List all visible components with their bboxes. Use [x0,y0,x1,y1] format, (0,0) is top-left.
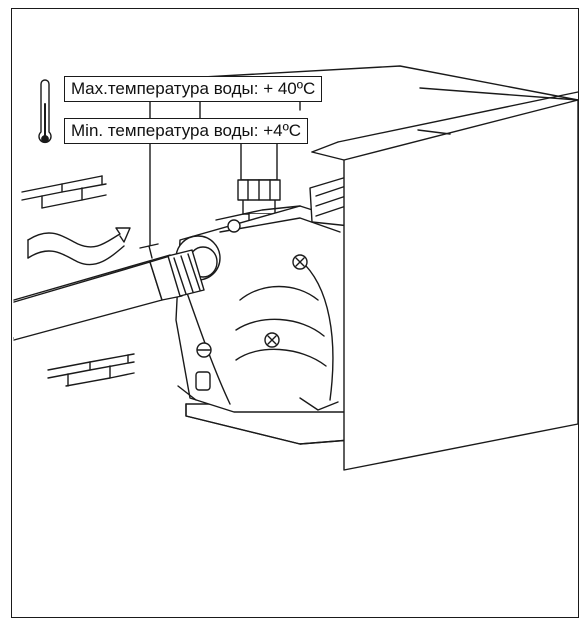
water-flow-arrow-icon [27,227,131,266]
pump-body [175,175,353,413]
mounting-base [185,403,351,445]
enclosure-front-panel [311,91,579,471]
min-water-temperature-label: Min. температура воды: +4ºC [64,118,309,144]
brick-pattern-left-top [21,175,107,209]
max-water-temperature-label: Max.температура воды: + 40ºC [64,76,323,102]
brick-pattern-left-bottom [47,353,135,387]
label-leader-lines [417,87,579,135]
suction-hose [13,243,205,341]
thermometer-icon [38,79,52,144]
